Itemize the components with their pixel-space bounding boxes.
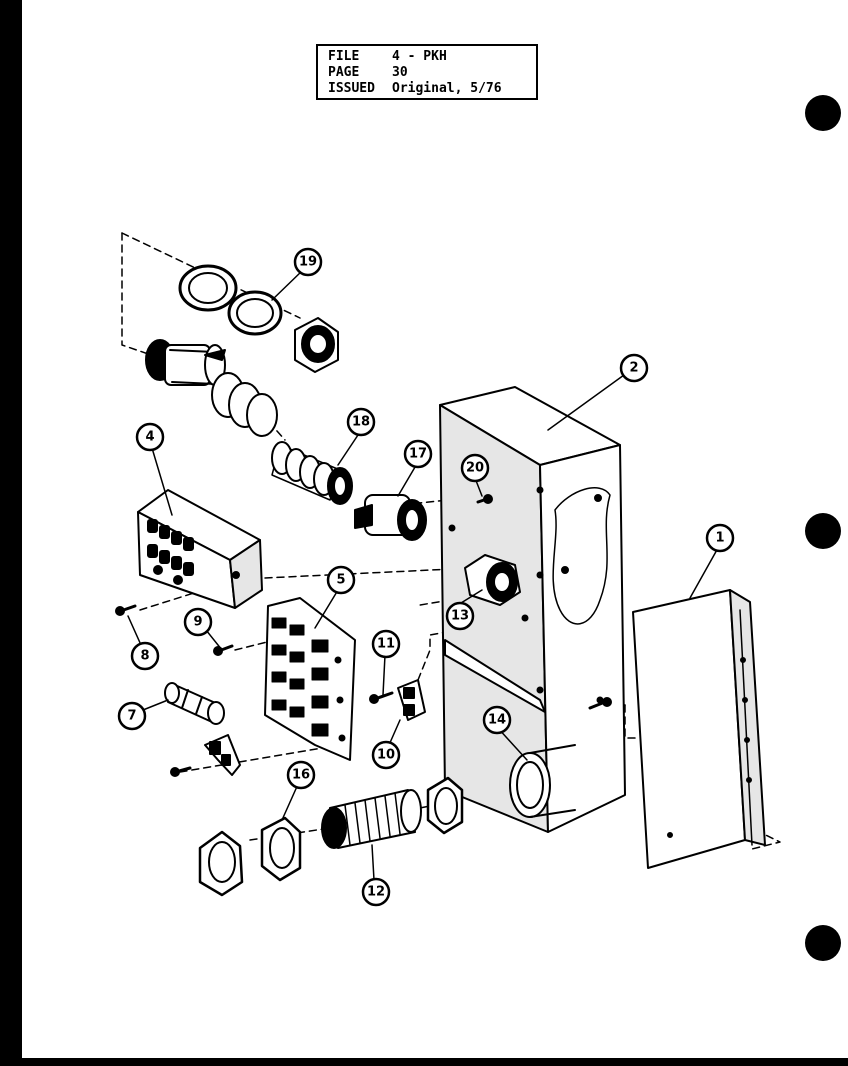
locknut-lower-right xyxy=(426,776,464,835)
threaded-nipple-part-12 xyxy=(321,789,422,849)
callout-4: 4 xyxy=(145,430,154,445)
locknut-top xyxy=(294,317,339,373)
fuse-part-7 xyxy=(164,682,225,725)
receptacle-panel-part-5 xyxy=(264,597,356,761)
callout-12: 12 xyxy=(367,885,385,900)
callout-circles xyxy=(117,247,735,907)
callout-8: 8 xyxy=(140,649,149,664)
locknut-part-16 xyxy=(260,816,302,882)
bracket-part-10 xyxy=(397,679,426,721)
page-value: 30 xyxy=(392,65,408,80)
cover-plate-part-1 xyxy=(632,589,766,869)
callout-5: 5 xyxy=(336,573,345,588)
connector-fitting-part-17 xyxy=(354,494,427,541)
screw-part-9 xyxy=(213,644,234,656)
file-info-box: FILE 4 - PKH PAGE 30 ISSUED Original, 5/… xyxy=(316,44,538,100)
callout-20: 20 xyxy=(466,461,484,476)
flex-conduit-part-18 xyxy=(271,441,353,505)
callout-1: 1 xyxy=(715,531,724,546)
callout-14: 14 xyxy=(488,713,506,728)
scan-edge-left xyxy=(0,0,22,1066)
binder-hole-bottom xyxy=(805,925,841,961)
callout-9: 9 xyxy=(193,615,202,630)
screw-cover xyxy=(588,697,612,710)
terminal-block-part-4 xyxy=(137,489,263,609)
callout-16: 16 xyxy=(292,768,310,783)
bracket-lower-left xyxy=(170,734,241,777)
callout-2: 2 xyxy=(629,361,638,376)
gasket-rings-part-19 xyxy=(178,264,283,336)
issued-value: Original, 5/76 xyxy=(392,81,502,96)
callout-13: 13 xyxy=(451,609,469,624)
callout-10: 10 xyxy=(377,748,395,763)
scan-edge-bottom xyxy=(0,1058,848,1066)
junction-box-part-2 xyxy=(439,386,626,833)
screw-part-8 xyxy=(115,604,137,616)
page-row: PAGE 30 xyxy=(328,65,526,81)
file-value: 4 - PKH xyxy=(392,49,447,64)
flex-conduit-top xyxy=(145,339,278,437)
callout-7: 7 xyxy=(127,709,136,724)
binder-hole-top xyxy=(805,95,841,131)
binder-hole-middle xyxy=(805,513,841,549)
issued-label: ISSUED xyxy=(328,81,375,96)
locknut-lower-left xyxy=(198,830,244,897)
screw-part-11 xyxy=(369,691,394,704)
file-row: FILE 4 - PKH xyxy=(328,49,526,65)
callout-19: 19 xyxy=(299,255,317,270)
file-label: FILE xyxy=(328,49,360,64)
callout-11: 11 xyxy=(377,637,395,652)
conduit-port-part-14 xyxy=(509,744,576,818)
callout-17: 17 xyxy=(409,447,427,462)
issued-row: ISSUED Original, 5/76 xyxy=(328,81,526,97)
page-label: PAGE xyxy=(328,65,360,80)
screw-part-20 xyxy=(476,494,493,504)
callout-18: 18 xyxy=(352,415,370,430)
